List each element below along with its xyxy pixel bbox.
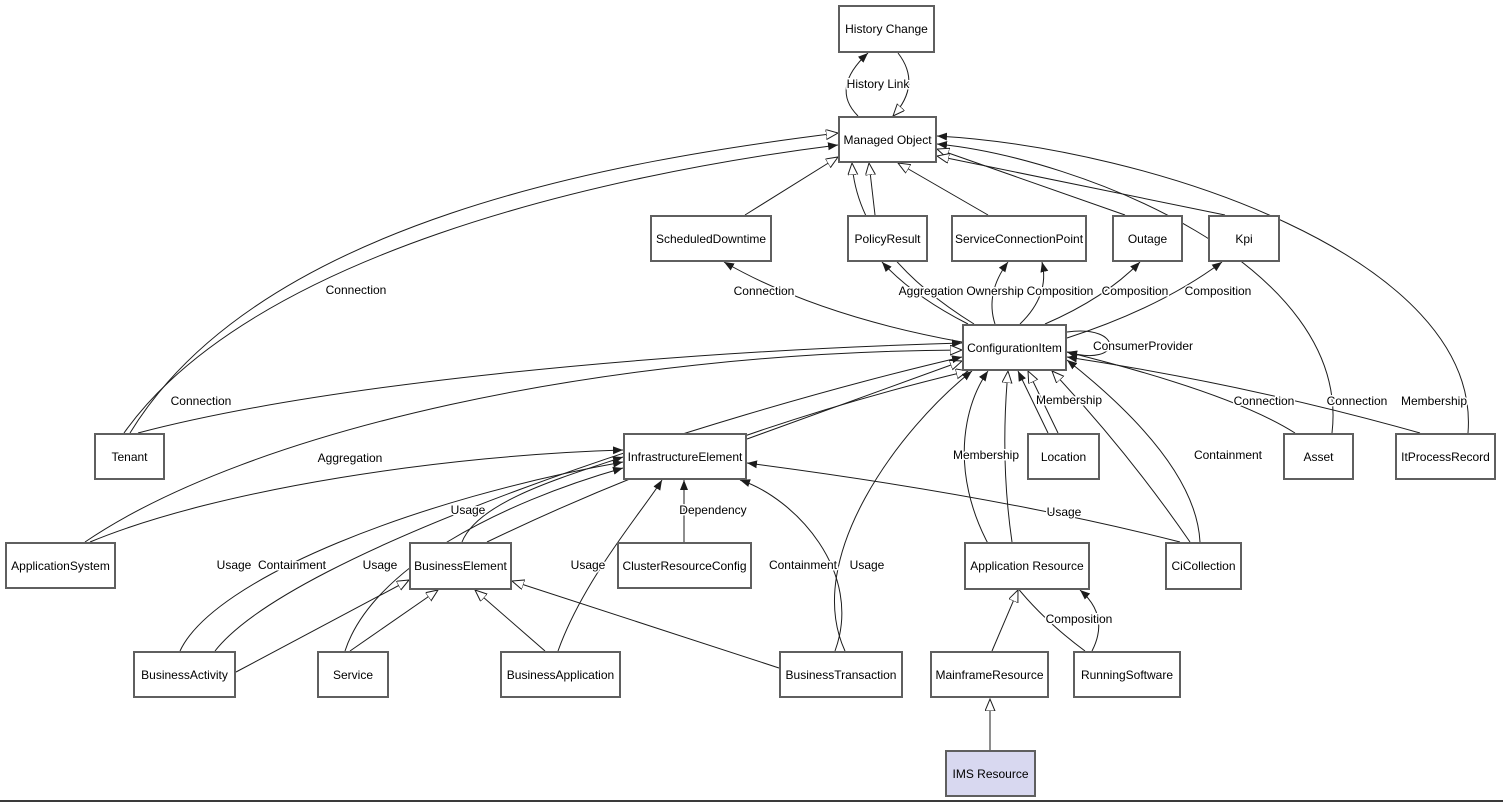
edge-location-to-configuration-item [1017, 370, 1049, 434]
edge-label-configuration-item-to-scheduled-downtime: Connection [734, 284, 795, 298]
edge-label-configuration-item-to-kpi: Composition [1185, 284, 1252, 298]
edge-service-to-infrastructure-element [344, 466, 624, 652]
edge-business-transaction-to-business-element [512, 581, 780, 669]
edge-business-transaction-to-configuration-item [834, 370, 973, 652]
node-service[interactable]: Service [317, 651, 389, 698]
edge-configuration-item-to-policy-result [881, 261, 969, 325]
edge-policy-result-to-managed-object [869, 163, 875, 216]
node-business-activity[interactable]: BusinessActivity [133, 651, 236, 698]
edge-configuration-item-to-kpi [1066, 261, 1223, 339]
bottom-window-edge [0, 800, 1503, 802]
edge-label-configuration-item-to-service-connection-point: Ownership [966, 284, 1024, 298]
node-mainframe-resource[interactable]: MainframeResource [930, 651, 1049, 698]
edge-label-configuration-item-to-outage: Composition [1102, 284, 1169, 298]
node-business-element[interactable]: BusinessElement [409, 542, 512, 590]
edge-label-service-to-infrastructure-element: Usage [363, 558, 398, 572]
edge-mainframe-resource-to-application-resource [991, 590, 1018, 652]
node-service-connection-point[interactable]: ServiceConnectionPoint [951, 215, 1087, 262]
node-asset[interactable]: Asset [1283, 433, 1354, 480]
edge-configuration-item-to-configuration-item [1066, 330, 1110, 359]
edge-label-managed-object-to-history-change: History Link [847, 77, 911, 91]
edge-label-location-to-configuration-item: Membership [1036, 393, 1102, 407]
edge-history-change-to-managed-object [893, 52, 910, 116]
edge-infrastructure-element-to-configuration-item [746, 361, 962, 440]
edge-running-software-to-configuration-item [963, 370, 1086, 652]
edge-label-business-application-to-infrastructure-element: Usage [571, 558, 606, 572]
node-history-change[interactable]: History Change [838, 5, 935, 53]
edge-kpi-to-managed-object [937, 156, 1226, 216]
edge-label-configuration-item-to-configuration-item: ConsumerProvider [1093, 339, 1193, 353]
edge-application-system-to-infrastructure-element [89, 446, 624, 543]
edge-label-ci-collection-to-infrastructure-element: Usage [1047, 505, 1082, 519]
edge-it-process-record-to-configuration-item [1066, 354, 1421, 434]
node-application-resource[interactable]: Application Resource [964, 542, 1090, 590]
edge-asset-to-managed-object [936, 140, 1334, 434]
edge-location-to-configuration-item [1028, 371, 1059, 434]
edge-label-asset-to-managed-object: Connection [1327, 394, 1388, 408]
edge-ci-collection-to-configuration-item [1052, 371, 1191, 543]
edge-service-to-business-element [349, 590, 438, 652]
edge-label-tenant-to-managed-object: Connection [326, 283, 387, 297]
edge-label-business-transaction-to-configuration-item: Containment [769, 558, 838, 572]
edge-business-application-to-business-element [475, 590, 546, 652]
edge-label-business-element-to-infrastructure-element: Usage [451, 503, 486, 517]
node-policy-result[interactable]: PolicyResult [847, 215, 928, 262]
edge-label-tenant-to-configuration-item: Connection [171, 394, 232, 408]
edge-label-business-activity-to-configuration-item: Containment [258, 558, 327, 572]
node-it-process-record[interactable]: ItProcessRecord [1395, 433, 1496, 480]
edge-service-connection-point-to-managed-object [898, 163, 989, 216]
edge-configuration-item-to-scheduled-downtime [723, 261, 963, 343]
edge-it-process-record-to-managed-object [936, 132, 1469, 434]
edge-label-configuration-item-to-policy-result: Aggregation [899, 284, 964, 298]
edge-business-element-to-infrastructure-element [461, 456, 624, 543]
node-managed-object[interactable]: Managed Object [838, 116, 937, 163]
node-kpi[interactable]: Kpi [1208, 215, 1280, 262]
node-business-application[interactable]: BusinessApplication [500, 651, 621, 698]
node-ims-resource[interactable]: IMS Resource [945, 750, 1036, 797]
node-cluster-resource-config[interactable]: ClusterResourceConfig [617, 542, 752, 589]
edge-running-software-to-application-resource [1079, 589, 1100, 652]
node-tenant[interactable]: Tenant [94, 433, 165, 480]
edge-label-business-transaction-to-infrastructure-element: Usage [850, 558, 885, 572]
node-configuration-item[interactable]: ConfigurationItem [962, 324, 1067, 371]
edge-label-cluster-resource-config-to-infrastructure-element: Dependency [679, 503, 746, 517]
node-running-software[interactable]: RunningSoftware [1073, 651, 1181, 698]
edge-tenant-to-managed-object [123, 142, 839, 434]
edge-label-running-software-to-configuration-item: Membership [953, 448, 1019, 462]
edge-business-activity-to-business-element [235, 580, 409, 673]
edge-configuration-item-to-service-connection-point [991, 261, 1009, 325]
edge-tenant-to-configuration-item [137, 339, 963, 434]
edge-ci-collection-to-configuration-item [1066, 359, 1201, 543]
node-scheduled-downtime[interactable]: ScheduledDowntime [650, 215, 772, 262]
edge-configuration-item-to-outage [1044, 261, 1141, 325]
node-ci-collection[interactable]: CiCollection [1165, 542, 1242, 590]
edge-label-business-activity-to-infrastructure-element: Usage [217, 558, 252, 572]
edge-application-resource-to-configuration-item [1005, 371, 1012, 543]
edge-configuration-item-to-service-connection-point [1019, 261, 1049, 325]
edge-asset-to-configuration-item [1066, 350, 1296, 434]
edge-scheduled-downtime-to-managed-object [744, 157, 838, 216]
edge-outage-to-managed-object [937, 149, 1126, 216]
node-outage[interactable]: Outage [1112, 215, 1183, 262]
edge-ci-collection-to-infrastructure-element [746, 460, 1181, 543]
edge-label-asset-to-configuration-item: Connection [1234, 394, 1295, 408]
node-business-transaction[interactable]: BusinessTransaction [779, 651, 903, 698]
edge-application-system-to-configuration-item [84, 350, 962, 543]
edge-tenant-to-managed-object [129, 133, 838, 434]
edge-label-application-system-to-infrastructure-element: Aggregation [318, 451, 383, 465]
edge-business-application-to-infrastructure-element [557, 479, 663, 652]
edge-label-configuration-item-to-service-connection-point: Composition [1027, 284, 1094, 298]
edge-label-it-process-record-to-managed-object: Membership [1401, 394, 1467, 408]
node-application-system[interactable]: ApplicationSystem [5, 542, 116, 589]
edge-business-transaction-to-infrastructure-element [739, 479, 843, 652]
node-infrastructure-element[interactable]: InfrastructureElement [623, 433, 747, 480]
edge-managed-object-to-history-change [845, 52, 869, 117]
node-location[interactable]: Location [1027, 433, 1100, 480]
edge-label-running-software-to-application-resource: Composition [1046, 612, 1113, 626]
edge-label-ci-collection-to-configuration-item: Containment [1194, 448, 1263, 462]
edge-business-activity-to-configuration-item [214, 355, 963, 652]
edge-business-activity-to-infrastructure-element [179, 459, 624, 652]
